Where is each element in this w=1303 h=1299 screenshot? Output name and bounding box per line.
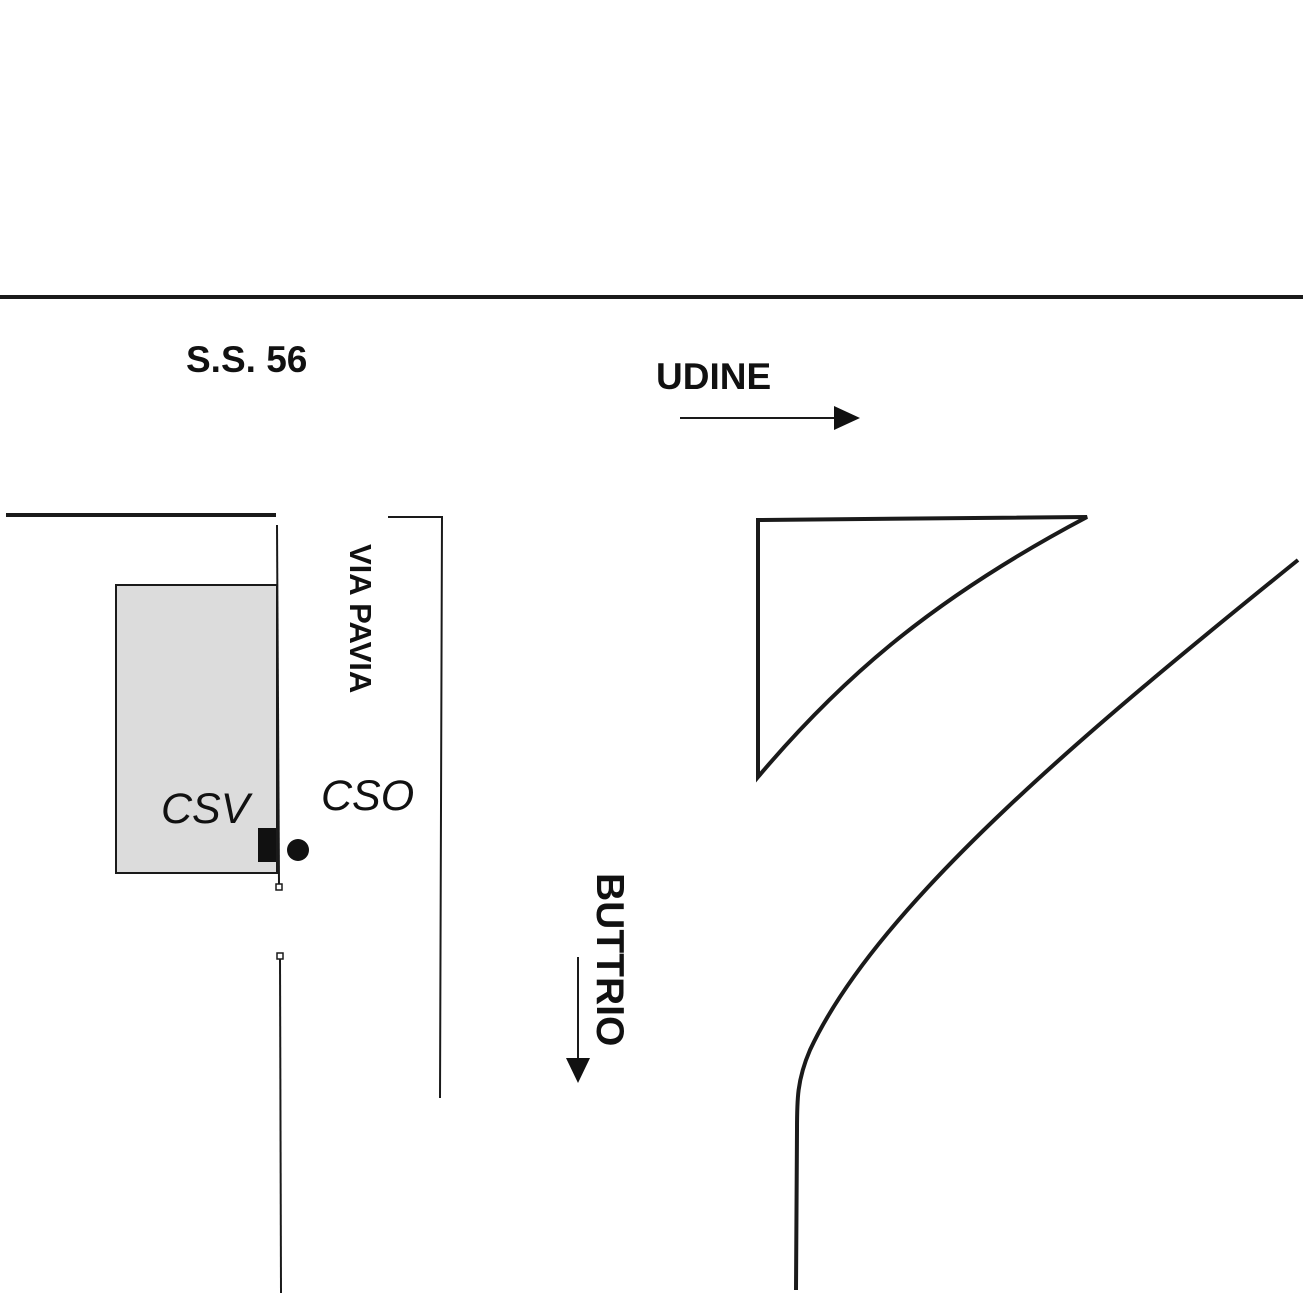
building xyxy=(115,584,278,874)
traffic-island xyxy=(756,515,1088,783)
csv-label: CSV xyxy=(161,785,254,833)
cso-marker-dot xyxy=(287,839,309,861)
gate-post-south xyxy=(276,952,284,960)
highway-label: S.S. 56 xyxy=(186,339,307,380)
udine-label: UDINE xyxy=(656,356,771,397)
cso-label: CSO xyxy=(321,772,414,820)
buttrio-label: BUTTRIO xyxy=(588,873,631,1046)
gate-post-north xyxy=(275,883,283,891)
buttrio-arrow-icon xyxy=(566,957,590,1083)
csv-marker-square xyxy=(258,828,276,862)
udine-arrow-icon xyxy=(680,406,860,430)
via-pavia-east-curb xyxy=(388,516,444,1099)
via-pavia-label: VIA PAVIA xyxy=(343,544,378,693)
east-curved-road-edge xyxy=(794,558,1300,1291)
via-pavia-west-curb-lower xyxy=(279,957,282,1294)
